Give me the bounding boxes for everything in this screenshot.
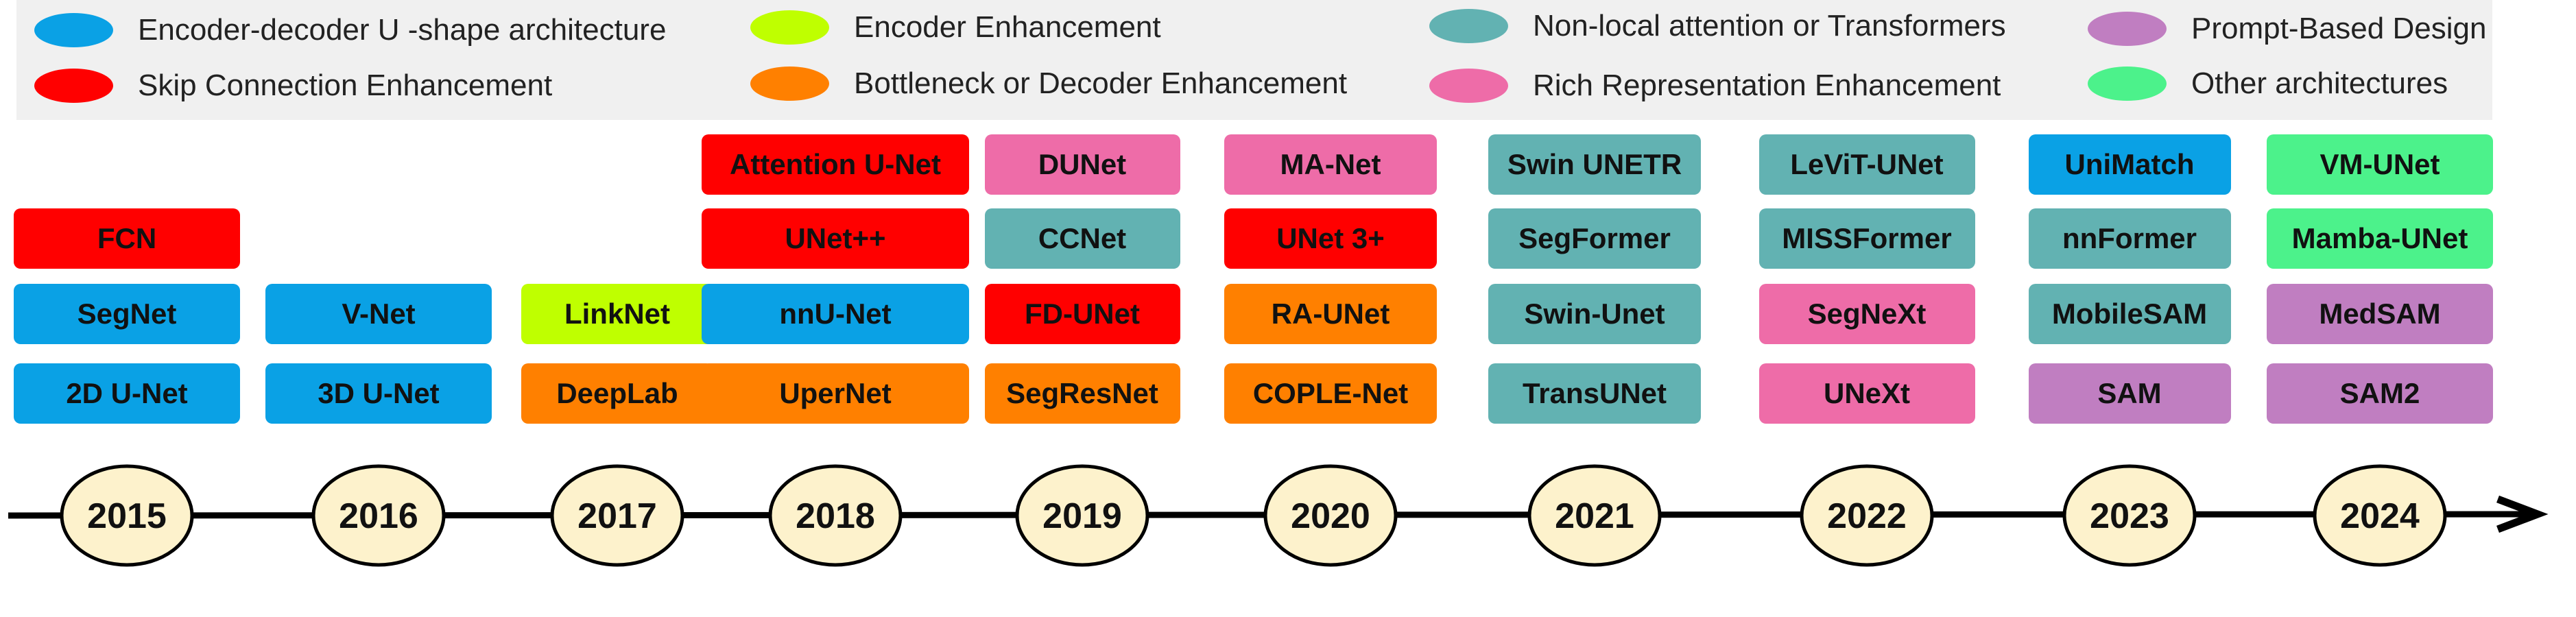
year-label: 2018 <box>796 496 875 536</box>
legend-swatch <box>2088 66 2167 101</box>
model-box-linknet: LinkNet <box>521 284 713 344</box>
year-label: 2015 <box>87 496 167 536</box>
legend-label: Encoder-decoder U -shape architecture <box>138 13 667 47</box>
year-node-2021: 2021 <box>1527 464 1662 567</box>
model-box-3d-u-net: 3D U-Net <box>265 363 492 424</box>
year-ellipse <box>311 464 446 567</box>
model-box-missformer: MISSFormer <box>1758 208 1975 269</box>
model-box-transunet: TransUNet <box>1488 363 1701 424</box>
year-node-2018: 2018 <box>768 464 903 567</box>
year-label: 2017 <box>577 496 657 536</box>
year-node-2023: 2023 <box>2062 464 2197 567</box>
legend-swatch <box>1429 69 1508 103</box>
year-label: 2020 <box>1291 496 1370 536</box>
legend-swatch <box>34 13 113 47</box>
model-box-ccnet: CCNet <box>984 208 1180 269</box>
year-ellipse <box>2313 464 2447 567</box>
model-box-levit-unet: LeViT-UNet <box>1758 134 1975 195</box>
model-box-nnformer: nnFormer <box>2028 208 2231 269</box>
legend-label: Encoder Enhancement <box>854 10 1161 44</box>
year-node-2019: 2019 <box>1015 464 1149 567</box>
model-box-sam2: SAM2 <box>2267 363 2493 424</box>
legend-item-other: Other architectures <box>2088 63 2448 104</box>
year-ellipse <box>1800 464 1934 567</box>
model-box-segnext: SegNeXt <box>1758 284 1975 344</box>
model-box-medsam: MedSAM <box>2267 284 2493 344</box>
model-box-segresnet: SegResNet <box>984 363 1180 424</box>
model-box-unext: UNeXt <box>1758 363 1975 424</box>
year-label: 2016 <box>339 496 418 536</box>
year-label: 2019 <box>1042 496 1122 536</box>
year-ellipse <box>1263 464 1398 567</box>
year-node-2017: 2017 <box>550 464 684 567</box>
model-box-deeplab: DeepLab <box>521 363 713 424</box>
year-ellipse <box>768 464 903 567</box>
timeline-arrowhead <box>2496 495 2549 533</box>
legend-label: Skip Connection Enhancement <box>138 69 553 102</box>
legend-item-skip: Skip Connection Enhancement <box>34 65 552 106</box>
legend-item-bottleneck: Bottleneck or Decoder Enhancement <box>750 63 1347 104</box>
model-box-vm-unet: VM-UNet <box>2267 134 2493 195</box>
model-box-unet-: UNet++ <box>702 208 969 269</box>
model-box-swin-unetr: Swin UNETR <box>1488 134 1701 195</box>
model-box-segformer: SegFormer <box>1488 208 1701 269</box>
legend-label: Non-local attention or Transformers <box>1533 9 2006 43</box>
year-ellipse <box>1527 464 1662 567</box>
legend-label: Rich Representation Enhancement <box>1533 69 2001 102</box>
legend-item-enc: Encoder Enhancement <box>750 7 1161 48</box>
legend-item-nonlocal: Non-local attention or Transformers <box>1429 5 2006 47</box>
legend-swatch <box>750 66 829 101</box>
legend-swatch <box>1429 9 1508 43</box>
legend-swatch <box>34 69 113 103</box>
year-ellipse <box>550 464 684 567</box>
model-box-dunet: DUNet <box>984 134 1180 195</box>
model-box-unet-3-: UNet 3+ <box>1224 208 1437 269</box>
model-box-2d-u-net: 2D U-Net <box>14 363 240 424</box>
model-box-fd-unet: FD-UNet <box>984 284 1180 344</box>
year-node-2024: 2024 <box>2313 464 2447 567</box>
model-box-nnu-net: nnU-Net <box>702 284 969 344</box>
legend-label: Prompt-Based Design <box>2191 12 2487 45</box>
year-label: 2022 <box>1827 496 1907 536</box>
model-box-segnet: SegNet <box>14 284 240 344</box>
legend-swatch <box>2088 12 2167 46</box>
model-box-unimatch: UniMatch <box>2028 134 2231 195</box>
legend-label: Bottleneck or Decoder Enhancement <box>854 66 1348 100</box>
legend-item-encdec: Encoder-decoder U -shape architecture <box>34 10 666 51</box>
model-box-v-net: V-Net <box>265 284 492 344</box>
model-box-swin-unet: Swin-Unet <box>1488 284 1701 344</box>
year-node-2015: 2015 <box>60 464 194 567</box>
model-box-mamba-unet: Mamba-UNet <box>2267 208 2493 269</box>
year-ellipse <box>60 464 194 567</box>
model-box-mobilesam: MobileSAM <box>2028 284 2231 344</box>
year-node-2016: 2016 <box>311 464 446 567</box>
legend-swatch <box>750 10 829 45</box>
model-box-fcn: FCN <box>14 208 240 269</box>
model-box-sam: SAM <box>2028 363 2231 424</box>
year-label: 2023 <box>2090 496 2169 536</box>
model-box-attention-u-net: Attention U-Net <box>702 134 969 195</box>
year-label: 2021 <box>1555 496 1634 536</box>
year-ellipse <box>1015 464 1149 567</box>
legend-item-rich: Rich Representation Enhancement <box>1429 65 2001 106</box>
model-box-cople-net: COPLE-Net <box>1224 363 1437 424</box>
legend-item-prompt: Prompt-Based Design <box>2088 8 2486 49</box>
year-label: 2024 <box>2340 496 2420 536</box>
model-box-upernet: UperNet <box>702 363 969 424</box>
year-node-2022: 2022 <box>1800 464 1934 567</box>
model-box-ma-net: MA-Net <box>1224 134 1437 195</box>
model-box-ra-unet: RA-UNet <box>1224 284 1437 344</box>
legend-label: Other architectures <box>2191 66 2448 100</box>
year-ellipse <box>2062 464 2197 567</box>
year-node-2020: 2020 <box>1263 464 1398 567</box>
